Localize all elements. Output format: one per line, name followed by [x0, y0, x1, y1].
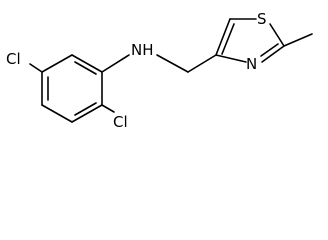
bond-methyl — [283, 33, 313, 47]
bond-ring-c4-c5 — [71, 104, 103, 123]
bond-thz-s-c2 — [269, 23, 285, 47]
bond-thz-n-c4 — [215, 54, 247, 63]
chlorine-top-label: Cl — [6, 50, 21, 68]
chlorine-bottom-label: Cl — [113, 113, 128, 131]
bond-nh-ch2 — [156, 54, 189, 73]
sulfur-label: S — [257, 10, 267, 28]
bond-ring-double-2 — [74, 102, 97, 116]
bond-ch2-thiazole — [187, 54, 217, 73]
molecule-structure: Cl Cl NH S N — [6, 10, 313, 131]
bond-c4-cl-bottom — [101, 104, 115, 113]
bond-ring-c1-c2 — [41, 54, 73, 73]
bond-thz-c4-c5 — [215, 18, 231, 56]
bond-thz-c2-n-double — [260, 43, 279, 57]
bond-c1-cl-top — [29, 63, 43, 73]
amine-nh-label: NH — [131, 41, 154, 59]
nitrogen-label: N — [246, 55, 257, 73]
bond-ring-c5-c6 — [41, 104, 73, 123]
bond-thz-c4-c5-double — [221, 23, 235, 55]
bond-c3-nh — [101, 54, 130, 73]
thiazole-ring: S N — [215, 10, 285, 73]
benzene-ring — [41, 54, 103, 123]
bond-ring-double-1 — [74, 61, 97, 75]
bond-ring-c2-c3 — [71, 54, 103, 73]
bond-thz-c2-n — [261, 45, 285, 63]
